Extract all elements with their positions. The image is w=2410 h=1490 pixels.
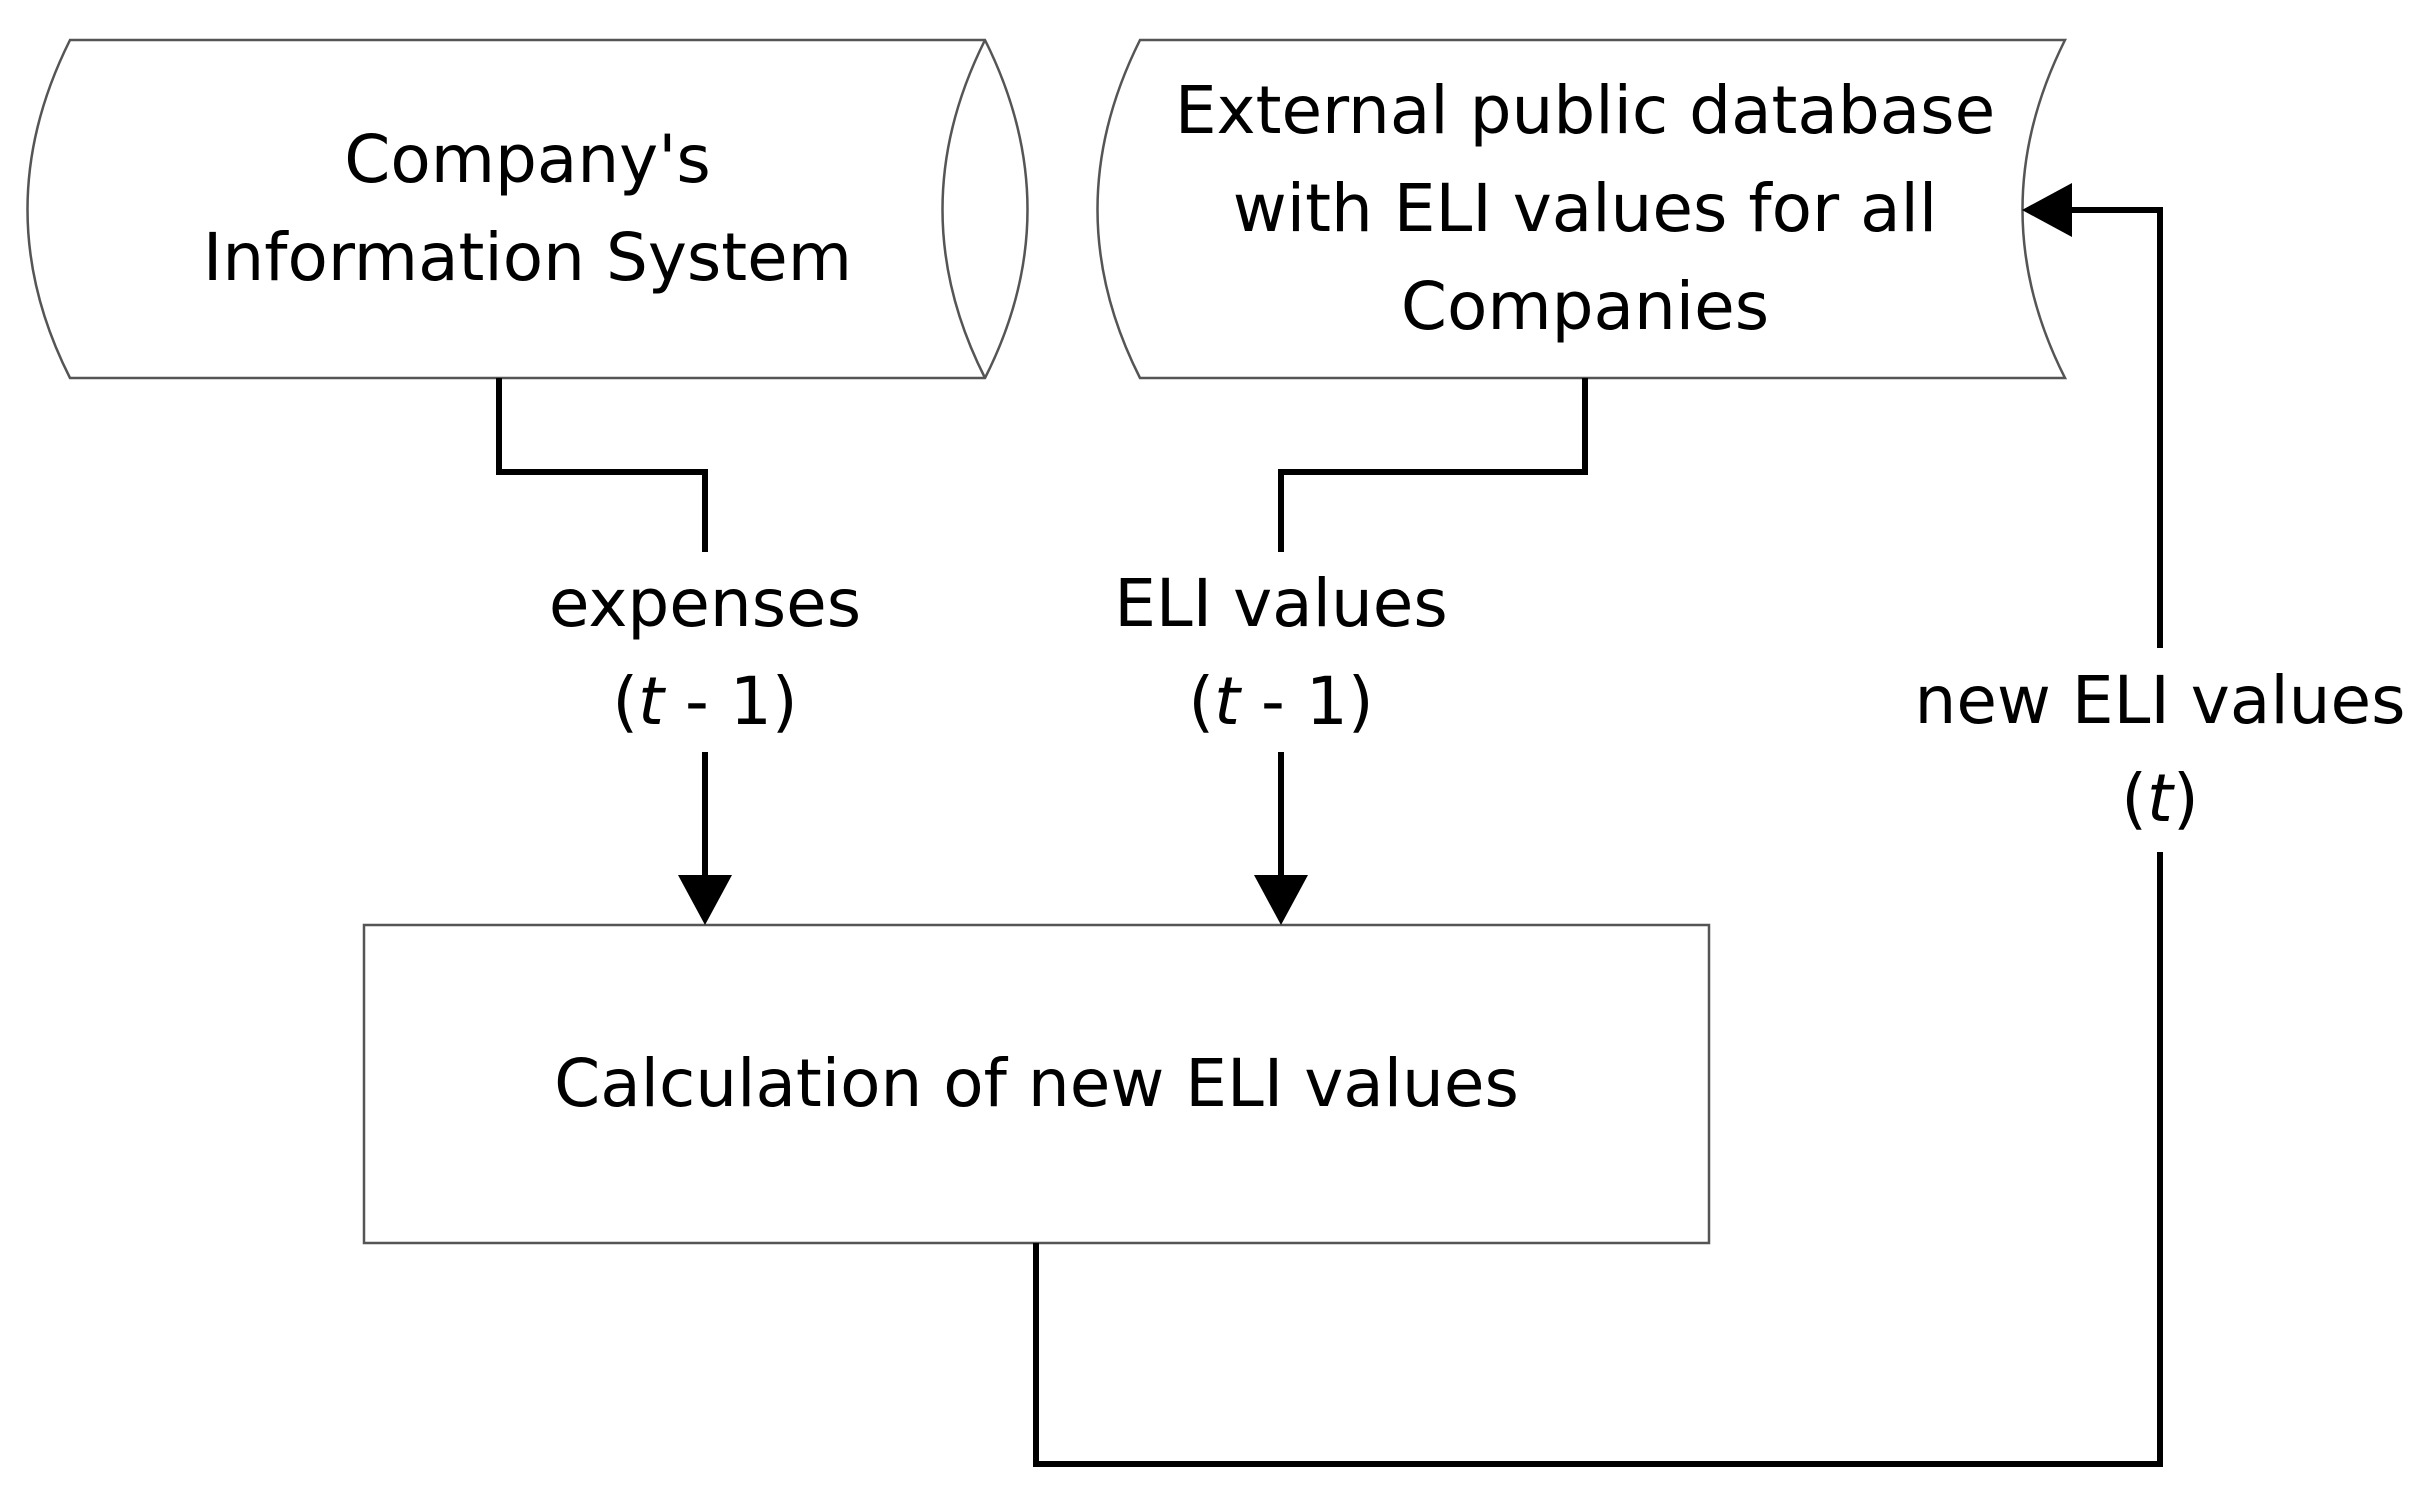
calculation-text: Calculation of new ELI values	[554, 1045, 1519, 1122]
company-information-system-shape-inner-edge	[941, 39, 987, 379]
new-eli-values-connector-top	[2068, 207, 2163, 648]
eli-values-connector-top	[1278, 378, 1588, 552]
company-is-line-1: Company's	[344, 121, 711, 198]
calculation-label: Calculation of new ELI values	[364, 925, 1709, 1243]
eli-values-edge-label: ELI values (t - 1)	[1081, 555, 1481, 751]
new-eli-values-label-line-2: (t)	[2121, 760, 2199, 837]
external-database-label: External public database with ELI values…	[1120, 40, 2050, 378]
expenses-arrowhead	[678, 875, 732, 925]
eli-values-label-line-2: (t - 1)	[1188, 663, 1374, 740]
time-variable: t	[2147, 760, 2173, 837]
company-information-system-label: Company's Information System	[70, 40, 985, 378]
external-database-shape	[1096, 38, 2068, 380]
new-eli-values-edge-label: new ELI values (t)	[1910, 652, 2410, 848]
new-eli-values-connector-bottom	[1033, 852, 2163, 1467]
external-db-line-3: Companies	[1400, 268, 1770, 345]
expenses-label-line-1: expenses	[548, 565, 862, 642]
expenses-label-line-2: (t - 1)	[612, 663, 798, 740]
eli-values-label-line-1: ELI values	[1114, 565, 1448, 642]
time-variable: t	[1214, 663, 1241, 740]
eli-values-arrowhead	[1254, 875, 1308, 925]
external-db-line-2: with ELI values for all	[1232, 170, 1938, 247]
expenses-edge-label: expenses (t - 1)	[505, 555, 905, 751]
time-variable: t	[638, 663, 665, 740]
external-db-line-1: External public database	[1174, 72, 1996, 149]
expenses-connector-top	[496, 378, 708, 552]
company-is-line-2: Information System	[202, 219, 853, 296]
new-eli-values-arrowhead	[2022, 183, 2072, 237]
calculation-process-box	[362, 923, 1711, 1245]
new-eli-values-label-line-1: new ELI values	[1914, 662, 2406, 739]
